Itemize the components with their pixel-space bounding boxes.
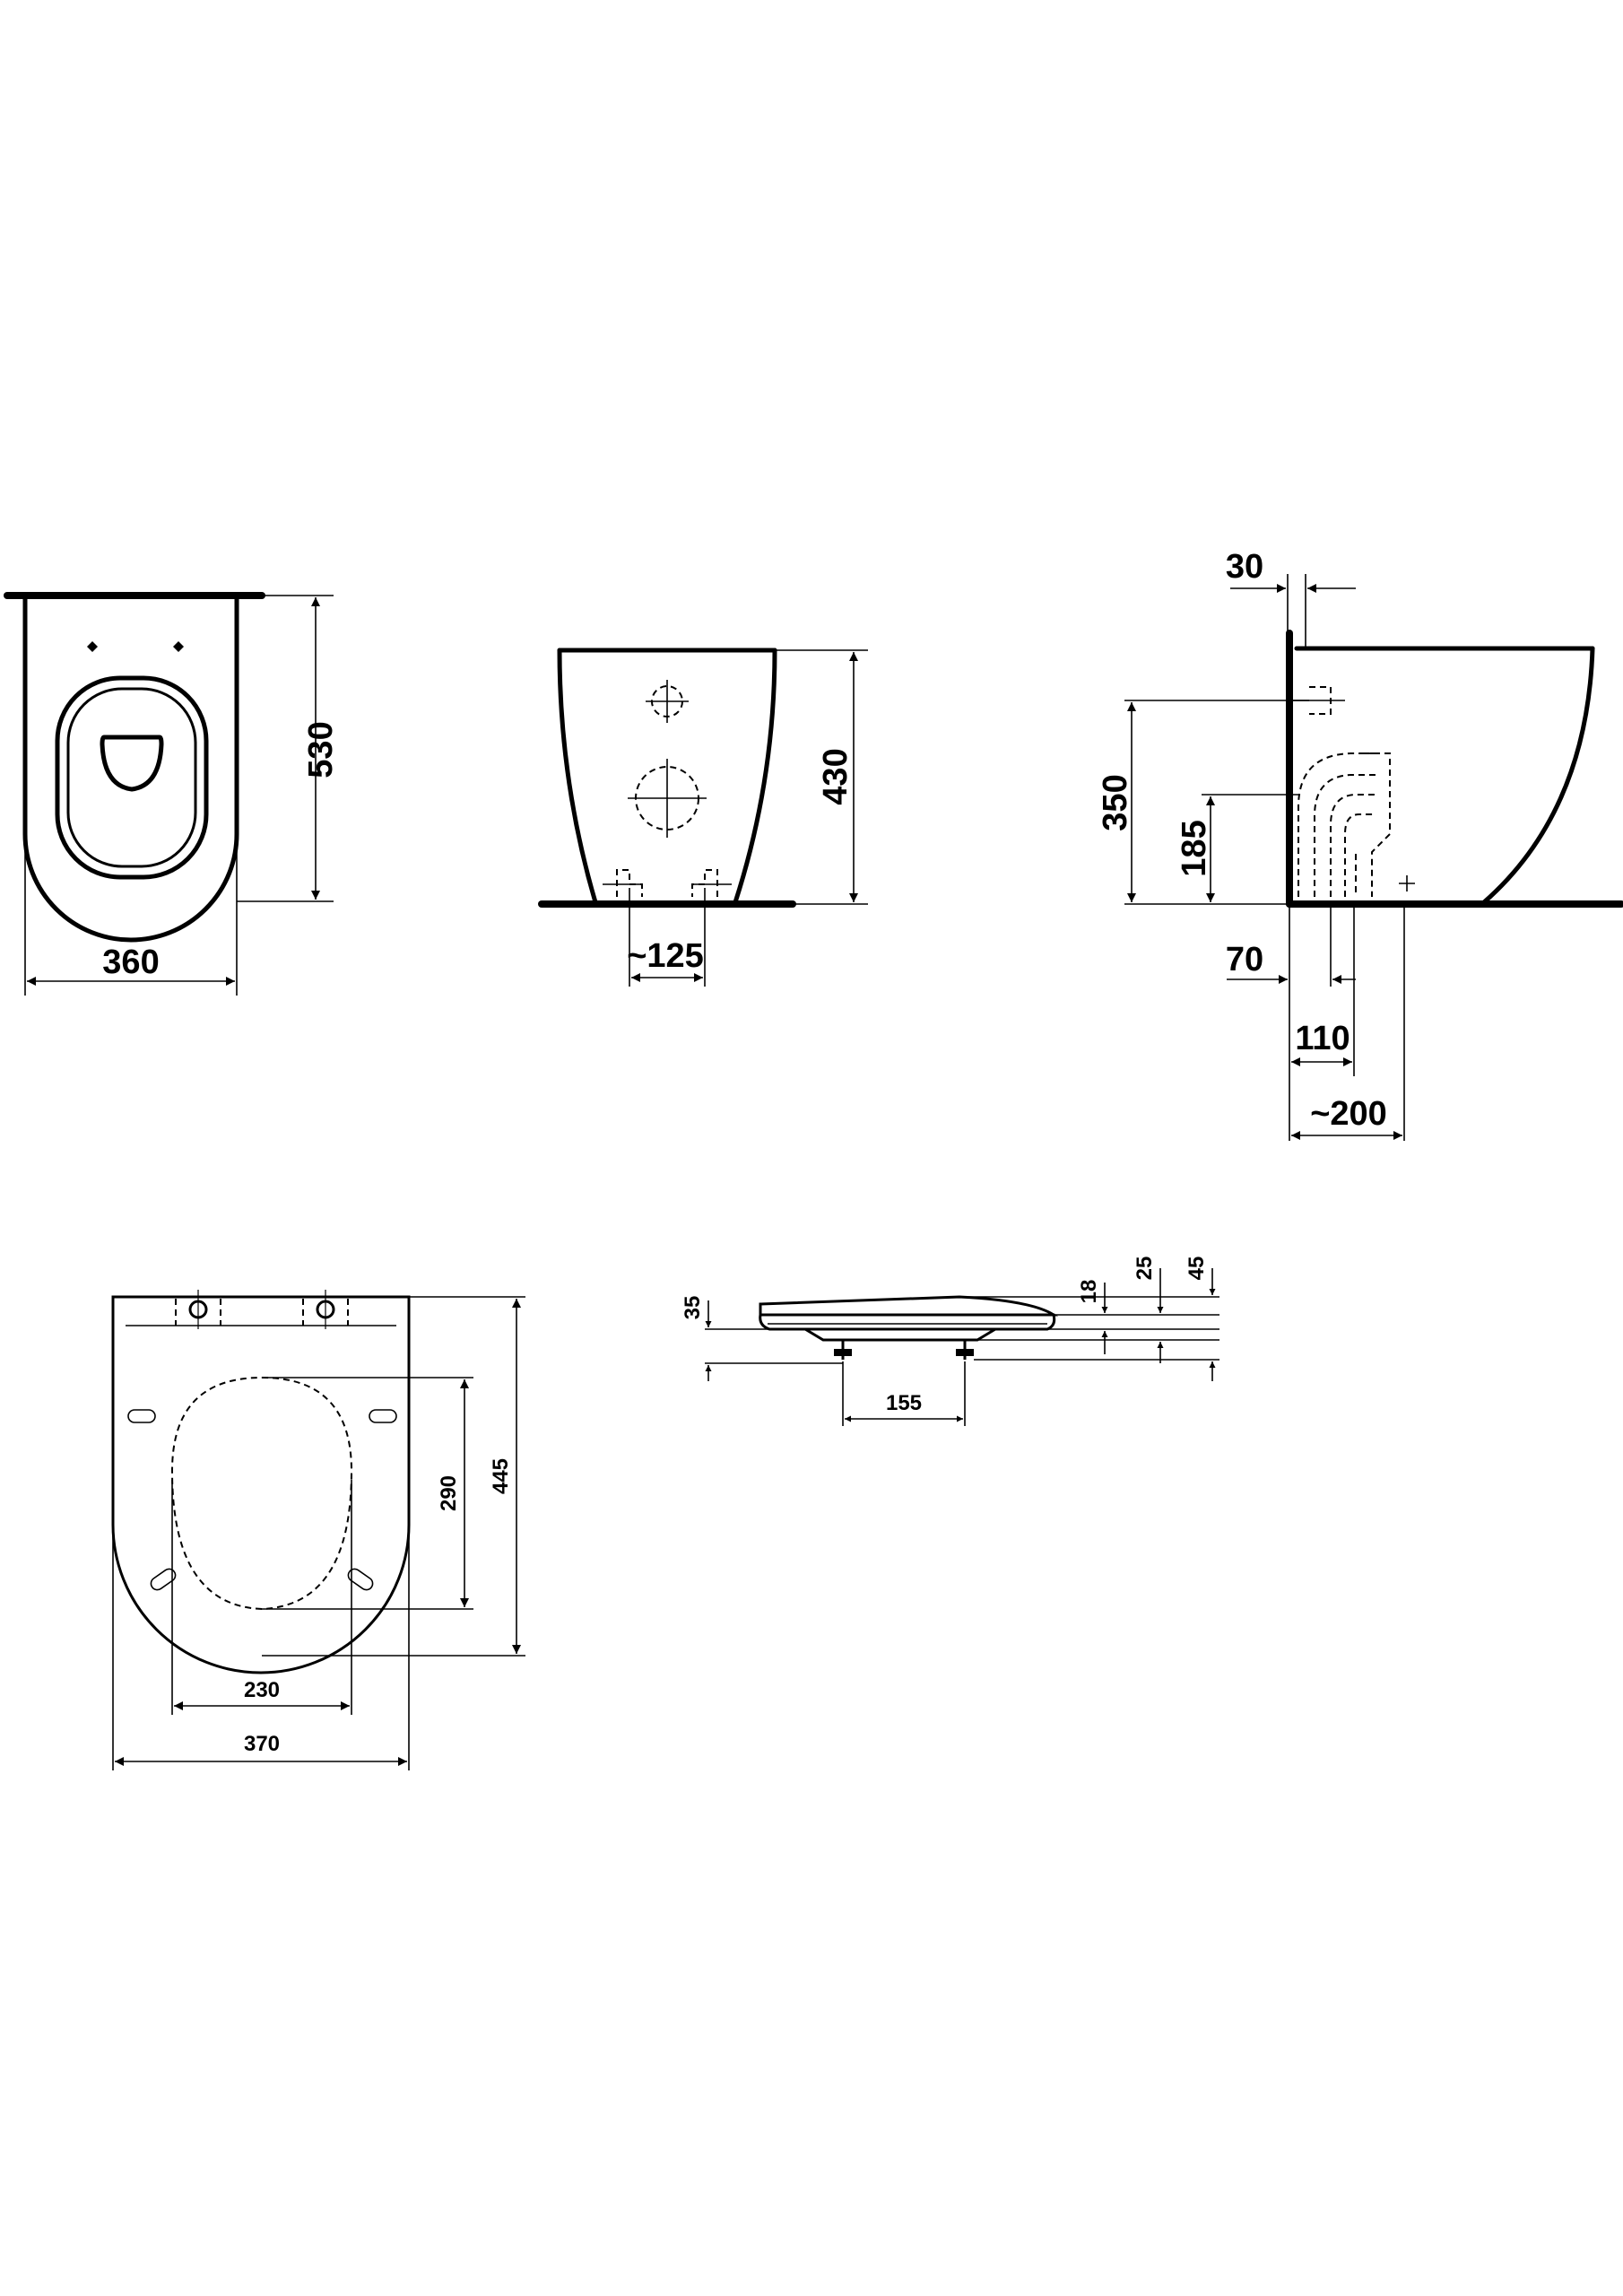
seat-side-ring	[759, 1313, 1056, 1331]
seat-opening-outline	[170, 1376, 353, 1611]
seat-bumper-left	[127, 1409, 156, 1423]
seat-side-lid	[759, 1295, 1059, 1317]
top-view-bowl-outline	[22, 596, 239, 943]
seat-hinge-slots	[175, 1299, 349, 1326]
side-view-outlet-core	[1344, 813, 1376, 897]
dim-bolt-height-label: 35	[681, 1296, 705, 1320]
dim-total-depth-label: 445	[489, 1458, 513, 1494]
seat-side-bolt-right-nut	[956, 1349, 974, 1356]
dim-opening-depth-label: 290	[437, 1475, 461, 1511]
side-view-outlet-mid	[1314, 774, 1376, 897]
dim-connection-depth-label: ~200	[1310, 1095, 1387, 1133]
dim-opening-width-label: 230	[244, 1678, 280, 1702]
seat-bumper-lower-left	[150, 1568, 177, 1591]
side-view: 30 350 185 70 110 ~200	[1097, 548, 1623, 1141]
top-view-seat-ring	[55, 675, 209, 880]
dim-width-label: 360	[102, 944, 159, 981]
front-view: 430 ~125	[538, 648, 868, 987]
dim-seat-thickness-label: 18	[1077, 1280, 1101, 1304]
top-view-bowl-opening	[100, 735, 164, 792]
side-view-outlet-sleeve	[1363, 752, 1391, 897]
front-view-right-side	[733, 648, 777, 905]
dim-lid-height-label: 25	[1133, 1257, 1157, 1281]
side-view-outlet-outer	[1298, 752, 1376, 897]
dim-depth-label: 530	[302, 721, 340, 778]
seat-side-bolt-left-nut	[834, 1349, 852, 1356]
dim-bolt-spacing-label: 155	[886, 1391, 922, 1415]
top-view-seat-inner	[66, 687, 197, 868]
dim-inlet-height-label: 350	[1097, 774, 1134, 831]
seat-top-view: 290 445 230 370	[111, 1290, 525, 1770]
front-view-fixing-right	[691, 869, 718, 897]
top-view-hinge-left-icon	[87, 641, 98, 652]
seat-bumper-right	[369, 1409, 397, 1423]
front-view-fixing-left	[616, 869, 643, 897]
dim-total-height-label: 45	[1185, 1257, 1209, 1281]
top-view-hinge-right-icon	[173, 641, 184, 652]
seat-side-view: 35 18 25 45 155	[681, 1257, 1219, 1426]
side-view-front-curve	[1481, 646, 1595, 905]
side-view-outlet-inner	[1330, 794, 1376, 897]
dim-outlet-height-label: 185	[1176, 820, 1213, 876]
dim-wall-gap-label: 30	[1226, 548, 1263, 586]
seat-bumper-lower-right	[347, 1568, 374, 1591]
front-view-left-side	[557, 648, 598, 905]
dim-height-label: 430	[817, 748, 855, 804]
top-view: 530 360	[4, 592, 340, 996]
dim-outlet-offset-label: 70	[1226, 941, 1263, 978]
dim-fixing-distance-label: ~125	[627, 937, 704, 975]
dim-outlet-depth-label: 110	[1295, 1020, 1350, 1057]
seat-side-buffer	[804, 1327, 996, 1342]
dim-total-width-label: 370	[244, 1732, 280, 1756]
seat-outline	[111, 1295, 411, 1674]
